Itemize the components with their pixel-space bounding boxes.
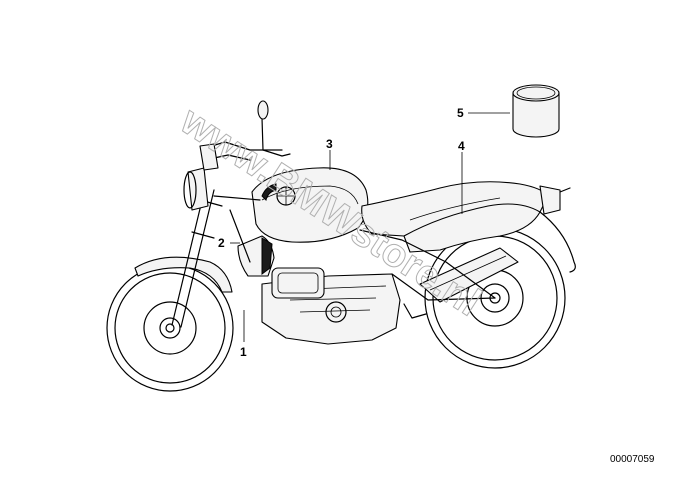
callout-3: 3 [326, 137, 333, 151]
callout-5: 5 [457, 106, 464, 120]
front-wheel [106, 264, 234, 392]
engine [261, 267, 401, 345]
handlebar [199, 141, 291, 171]
reference-number: 00007059 [610, 454, 655, 465]
headlight [183, 167, 209, 211]
mirror [257, 100, 269, 151]
tail-light [539, 185, 571, 215]
front-fender [134, 256, 233, 293]
rear-fender [539, 211, 576, 273]
callout-2: 2 [218, 236, 225, 250]
callout-1: 1 [240, 345, 247, 359]
callout-4: 4 [458, 139, 465, 153]
frame [213, 195, 496, 301]
stand [403, 303, 427, 319]
fuel-tank [251, 167, 369, 243]
side-panel [237, 235, 275, 277]
front-fork [171, 187, 223, 328]
callout-leaders [230, 112, 510, 342]
exhaust [419, 247, 519, 303]
tape-roll-icon [512, 84, 560, 138]
